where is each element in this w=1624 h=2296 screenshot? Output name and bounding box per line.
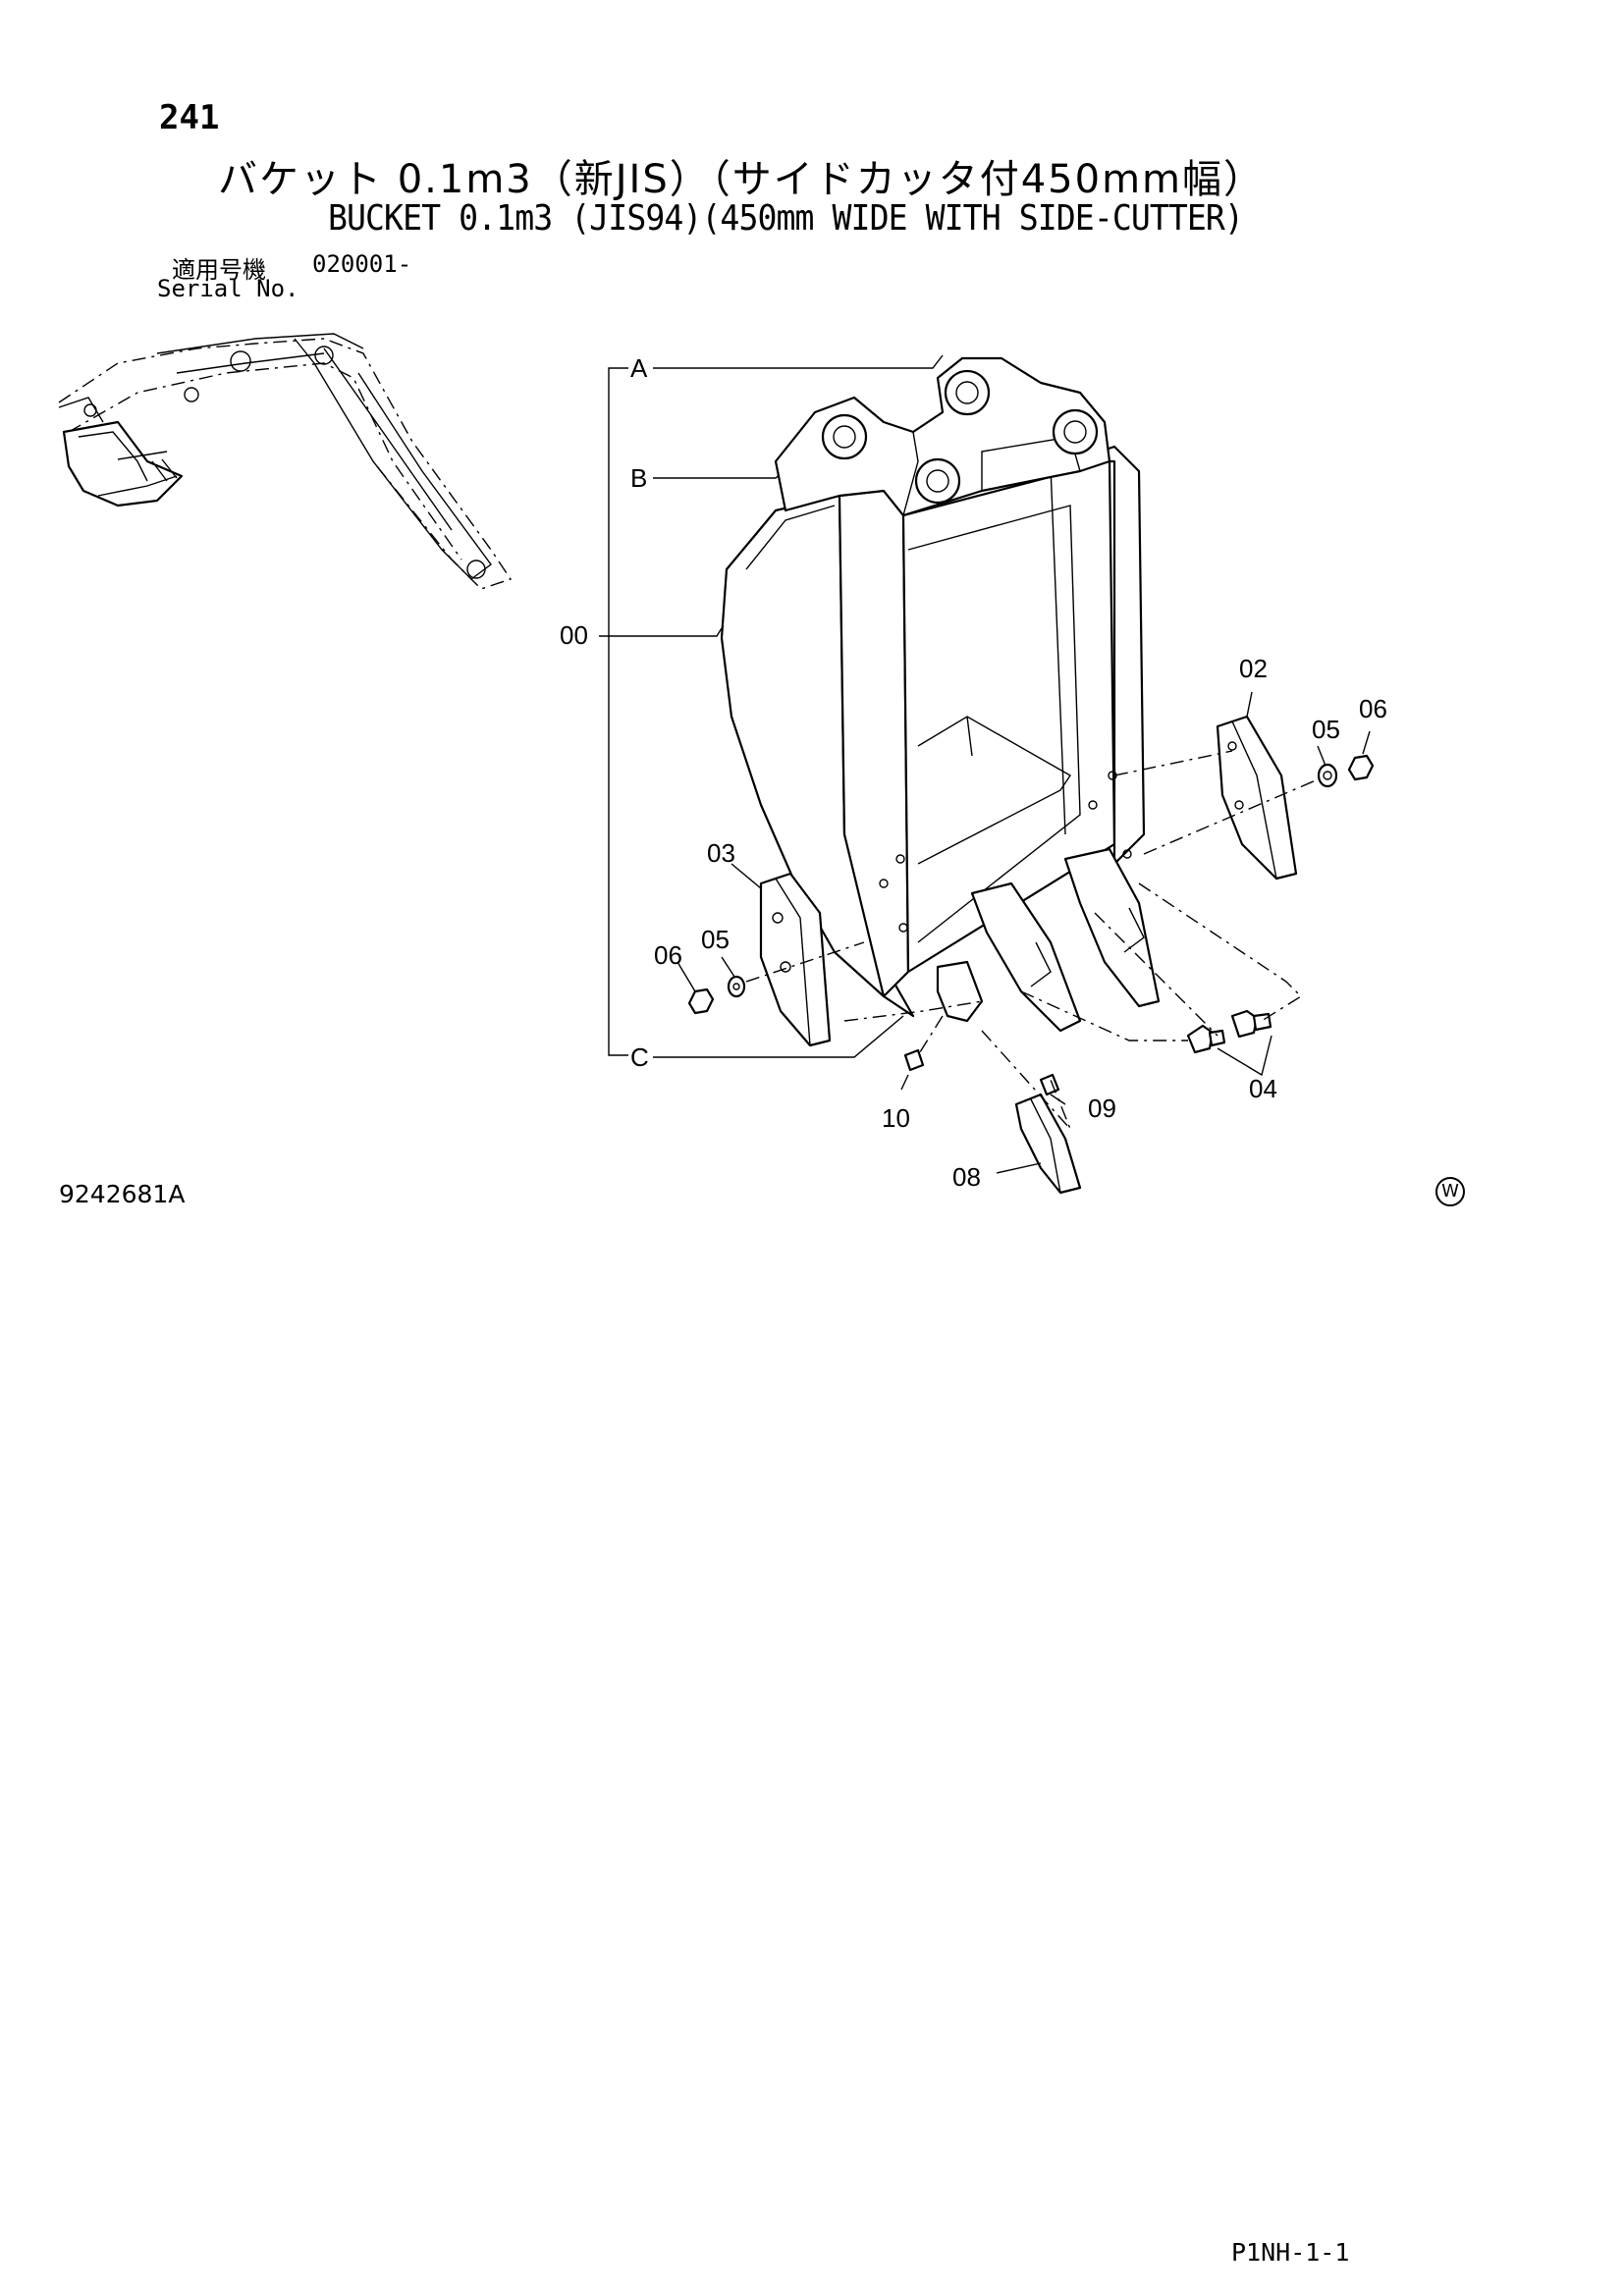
title-japanese: バケット 0.1m3（新JIS）（サイドカッタ付450mm幅）: [218, 157, 1266, 202]
callout-part-05-right: 05: [1312, 715, 1340, 744]
callout-part-03: 03: [707, 838, 735, 868]
callout-part-10: 10: [882, 1103, 910, 1133]
nut-washer-right: [1317, 754, 1375, 788]
manufacturer-logo-mark: W: [1435, 1177, 1465, 1206]
callout-A: A: [630, 353, 648, 383]
drawing-number: 9242681A: [59, 1180, 186, 1208]
serial-number-value: 020001-: [312, 250, 412, 278]
excavator-arm-sketch: [58, 333, 513, 590]
callout-part-05-left: 05: [701, 925, 730, 954]
callout-part-02: 02: [1239, 654, 1268, 683]
serial-label-english: Serial No.: [157, 275, 299, 302]
page-number: 241: [159, 98, 220, 137]
title-english: BUCKET 0.1m3 (JIS94)(450mm WIDE WITH SID…: [328, 198, 1244, 239]
tooth-pin-lock: [903, 1048, 1082, 1195]
callout-part-06-left: 06: [654, 940, 682, 970]
side-cutter-left: [759, 872, 832, 1047]
leader-lines: [677, 691, 1371, 1174]
bucket-teeth: [936, 847, 1161, 1033]
assembly-bracket: [599, 354, 944, 1058]
assembly-guide-lines: [745, 750, 1317, 1130]
bolts: [1186, 1009, 1272, 1054]
bucket-body: [720, 356, 1146, 1018]
callout-part-09: 09: [1088, 1094, 1116, 1123]
callout-part-08: 08: [952, 1162, 981, 1192]
callout-C: C: [630, 1042, 649, 1072]
page-code: P1NH-1-1: [1231, 2238, 1350, 2267]
serial-label-japanese: 適用号機: [172, 256, 266, 284]
callout-B: B: [630, 463, 647, 493]
callout-part-04: 04: [1249, 1074, 1277, 1103]
callout-part-00: 00: [560, 620, 588, 650]
side-cutter-right: [1216, 715, 1298, 881]
nut-washer-left: [687, 975, 746, 1015]
callout-part-06-right: 06: [1359, 694, 1387, 723]
